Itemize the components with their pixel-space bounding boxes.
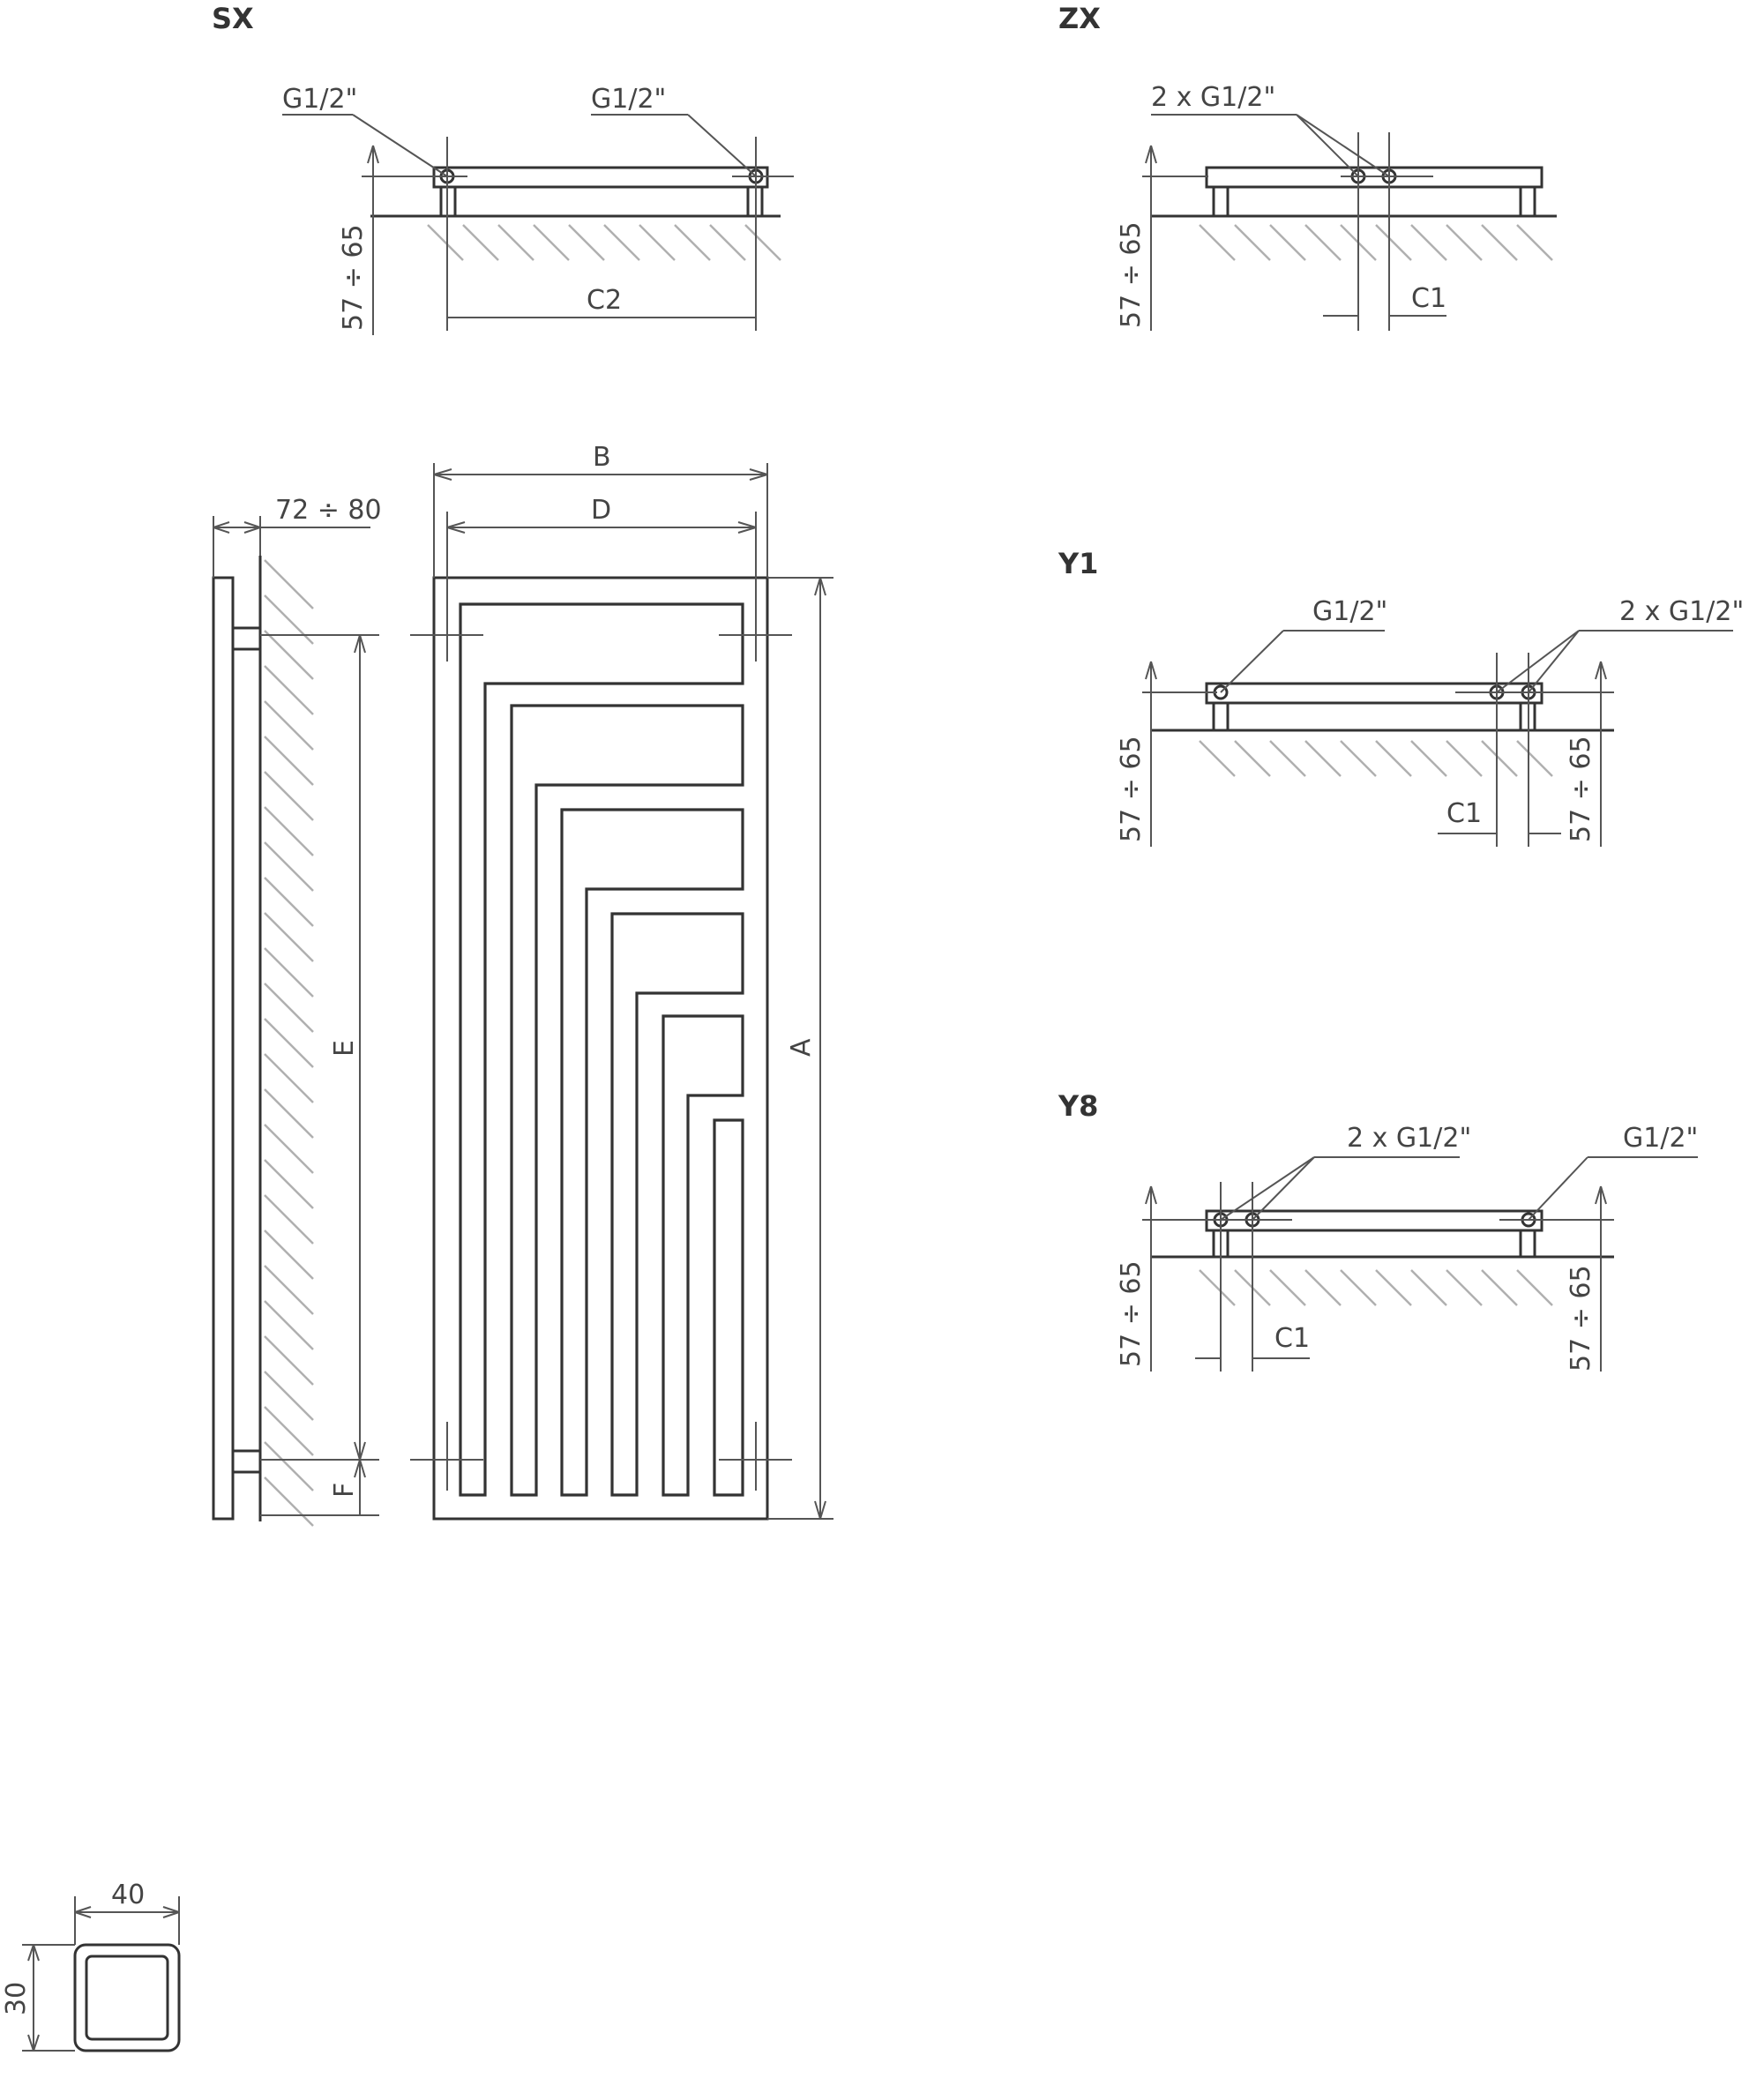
side-view-wall-distance: 72 ÷ 80 [275, 495, 382, 526]
front-view-width: B [593, 442, 611, 473]
variant-y8-hatch [1199, 1269, 1553, 1306]
front-view-height: A [786, 1038, 817, 1057]
variant-y1: Y1 57 ÷ 65 57 ÷ 65 C1 G1/2" 2 x G1/2" [1058, 547, 1744, 847]
tube-profile-outer [73, 1943, 181, 2052]
variant-y1-conn-left: G1/2" [1312, 596, 1387, 627]
variant-sx-hatch [427, 224, 781, 261]
variant-y1-spacing: C1 [1446, 798, 1482, 829]
variant-y8-conn-left: 2 x G1/2" [1347, 1123, 1471, 1154]
variant-y8-conn-right: G1/2" [1623, 1123, 1698, 1154]
front-view-tube-5 [662, 1014, 744, 1497]
variant-sx-radiator-body [432, 166, 769, 189]
variant-zx-axis-dist: 57 ÷ 65 [1116, 221, 1147, 328]
front-view-tube-4 [610, 912, 744, 1497]
tube-profile: 40 30 [1, 1880, 181, 2052]
variant-y1-axis-dist-right: 57 ÷ 65 [1566, 736, 1596, 842]
side-view-bracket-bottom [231, 1449, 262, 1474]
variant-y1-hatch [1199, 740, 1553, 777]
variant-zx-spacing: C1 [1411, 283, 1446, 314]
variant-sx-axis-dist: 57 ÷ 65 [338, 224, 369, 331]
tube-profile-height: 30 [1, 1982, 32, 2015]
variant-y1-conn-right: 2 x G1/2" [1619, 596, 1744, 627]
variant-sx: SX 57 ÷ 65 C2 G1/2" G1/2" [212, 2, 794, 335]
side-view-wall-hatch [264, 559, 314, 1527]
variant-y8-title: Y8 [1058, 1089, 1098, 1123]
variant-y8: Y8 57 ÷ 65 57 ÷ 65 C1 2 x G1/2" G1/2" [1058, 1089, 1698, 1372]
side-view-axis-height: E [329, 1040, 360, 1057]
side-view-bottom-offset: F [329, 1483, 360, 1498]
variant-zx-title: ZX [1058, 2, 1101, 35]
variant-zx: ZX 57 ÷ 65 C1 2 x G1/2" [1058, 2, 1557, 331]
variant-sx-spacing: C2 [587, 285, 622, 316]
tube-profile-inner [85, 1955, 169, 2041]
front-view-tube-1 [459, 602, 744, 1497]
variant-sx-title: SX [212, 2, 254, 35]
variant-sx-conn-right: G1/2" [591, 84, 666, 115]
variant-y1-axis-dist-left: 57 ÷ 65 [1116, 736, 1147, 842]
variant-zx-hatch [1199, 224, 1553, 261]
front-view-tube-6 [713, 1118, 744, 1497]
side-view-bracket-top [231, 626, 262, 651]
side-view-radiator-profile [212, 576, 235, 1521]
variant-sx-conn-left: G1/2" [282, 84, 357, 115]
tube-profile-width: 40 [111, 1880, 145, 1910]
variant-zx-conn: 2 x G1/2" [1151, 82, 1275, 113]
front-view-tube-2 [510, 704, 744, 1497]
variant-y8-axis-dist-left: 57 ÷ 65 [1116, 1260, 1147, 1367]
front-view-axis-spacing: D [591, 495, 611, 526]
side-view: 72 ÷ 80 E F [212, 495, 382, 1527]
variant-y1-title: Y1 [1058, 547, 1098, 580]
front-view: B D A [410, 442, 833, 1521]
variant-y8-axis-dist-right: 57 ÷ 65 [1566, 1265, 1596, 1372]
front-view-outer-frame [432, 576, 769, 1521]
front-view-tube-3 [560, 808, 744, 1497]
variant-y8-spacing: C1 [1274, 1323, 1310, 1354]
